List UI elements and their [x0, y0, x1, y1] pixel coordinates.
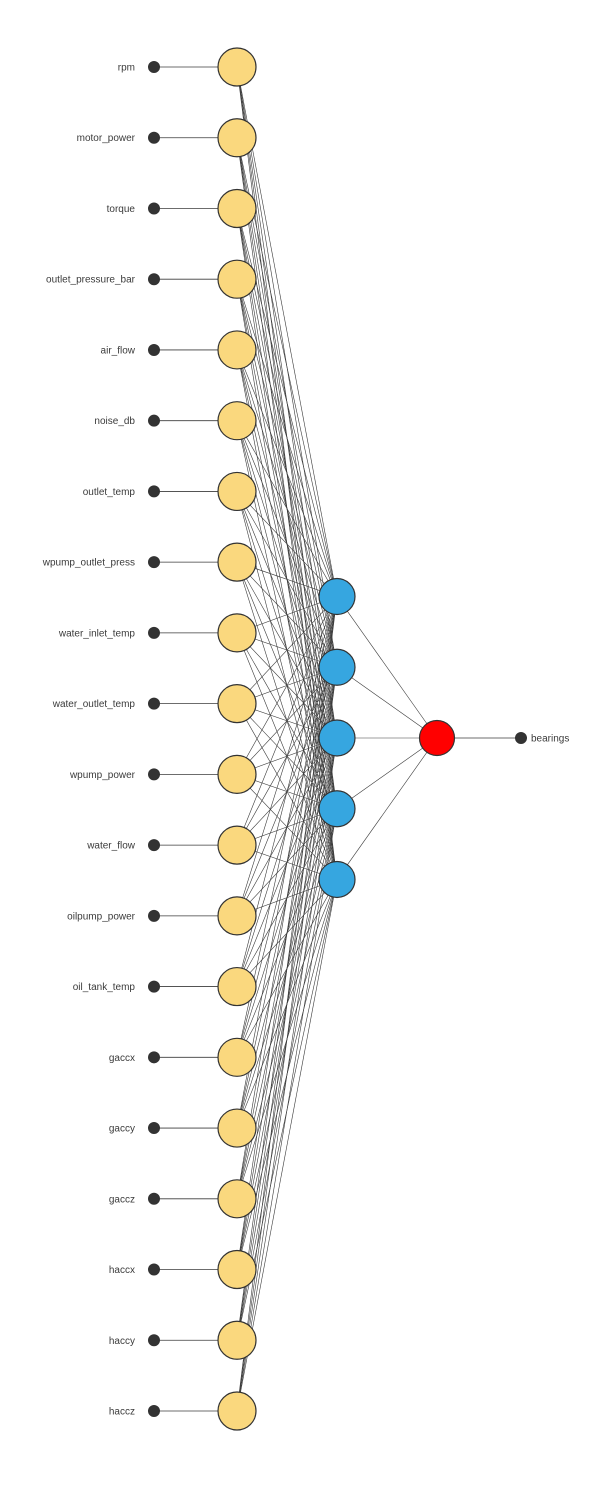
edge	[236, 879, 338, 1412]
input-label: motor_power	[77, 133, 136, 144]
edge	[236, 349, 338, 597]
edge	[236, 808, 338, 1412]
input-terminal-dot	[148, 202, 160, 215]
input-node-gaccz	[217, 1179, 257, 1219]
input-terminal-dot	[148, 61, 160, 73]
input-node-torque	[217, 188, 257, 229]
input-terminal-dot	[148, 414, 160, 427]
hidden-layer	[318, 577, 356, 899]
input-label: haccy	[109, 1336, 135, 1347]
input-node-rpm	[217, 47, 257, 87]
input-label: noise_db	[94, 416, 135, 427]
input-label: air_flow	[101, 345, 136, 356]
input-label: gaccz	[109, 1194, 135, 1205]
edge	[236, 596, 338, 1341]
input-label: oil_tank_temp	[73, 982, 136, 993]
input-terminal-dot	[148, 1263, 160, 1276]
input-node-haccx	[217, 1249, 257, 1290]
hidden-node-5	[318, 860, 356, 899]
edge	[236, 279, 338, 597]
terminal-dots	[148, 61, 527, 1417]
input-terminal-dot	[148, 1192, 160, 1205]
input-node-gaccx	[217, 1037, 257, 1077]
input-label: haccx	[109, 1265, 135, 1276]
edge	[236, 596, 338, 1270]
edge	[236, 737, 338, 1412]
input-terminal-dot	[148, 131, 160, 144]
input-label: gaccy	[109, 1124, 135, 1135]
input-label: gaccx	[109, 1053, 135, 1064]
input-node-air_flow	[217, 330, 257, 370]
edge	[236, 491, 338, 597]
input-node-wpump_power	[217, 754, 257, 794]
input-node-haccz	[217, 1391, 257, 1431]
output-terminal-dot	[515, 732, 527, 744]
input-terminal-dot	[148, 556, 160, 569]
edge	[236, 596, 338, 775]
input-node-motor_power	[217, 118, 257, 158]
input-terminal-dot	[148, 1334, 160, 1347]
input-node-wpump_outlet_press	[217, 542, 257, 582]
hidden-node-3	[318, 719, 356, 757]
input-terminal-dot	[148, 626, 160, 639]
input-node-water_outlet_temp	[217, 684, 257, 724]
input-terminal-dot	[148, 909, 160, 922]
edge	[336, 737, 438, 809]
input-terminal-dot	[148, 343, 160, 356]
edge	[236, 596, 338, 1412]
edge	[236, 596, 338, 916]
input-terminal-dot	[148, 485, 160, 498]
input-node-oil_tank_temp	[217, 966, 257, 1007]
output-node-bearings	[418, 719, 456, 757]
hidden-node-1	[318, 577, 356, 616]
edge	[336, 667, 438, 739]
input-node-outlet_pressure_bar	[217, 259, 257, 299]
input-label: water_outlet_temp	[52, 699, 136, 710]
hidden-node-2	[318, 648, 356, 686]
input-label: outlet_pressure_bar	[46, 275, 136, 286]
input-terminal-dot	[148, 768, 160, 781]
edge	[236, 66, 338, 597]
hidden-node-4	[318, 790, 356, 828]
input-terminal-dot	[148, 697, 160, 710]
input-terminal-dot	[148, 839, 160, 852]
edge	[236, 596, 338, 1199]
input-label: torque	[107, 204, 136, 215]
input-node-haccy	[217, 1320, 257, 1360]
edge	[236, 596, 338, 1129]
edge	[236, 596, 338, 846]
input-node-gaccy	[217, 1108, 257, 1148]
input-node-water_flow	[217, 825, 257, 865]
input-terminal-dot	[148, 273, 160, 286]
input-label: oilpump_power	[67, 911, 135, 922]
input-label: water_flow	[86, 841, 136, 852]
input-label: outlet_temp	[83, 487, 136, 498]
output-label: bearings	[531, 734, 569, 745]
input-label: haccz	[109, 1407, 135, 1418]
input-node-oilpump_power	[217, 896, 257, 936]
input-node-water_inlet_temp	[217, 613, 257, 653]
input-label: rpm	[118, 63, 135, 74]
edge	[236, 596, 338, 704]
edge	[236, 420, 338, 597]
input-label: wpump_outlet_press	[42, 558, 135, 569]
input-layer	[217, 47, 257, 1431]
input-node-noise_db	[217, 401, 257, 441]
edge	[336, 737, 438, 880]
input-label: wpump_power	[69, 770, 136, 781]
input-terminal-dot	[148, 1405, 160, 1417]
edge	[236, 667, 338, 1412]
input-node-outlet_temp	[217, 471, 257, 512]
edge	[336, 596, 438, 739]
input-terminal-dot	[148, 980, 160, 993]
input-label: water_inlet_temp	[58, 628, 136, 639]
input-terminal-dot	[148, 1122, 160, 1135]
input-terminal-dot	[148, 1051, 160, 1064]
